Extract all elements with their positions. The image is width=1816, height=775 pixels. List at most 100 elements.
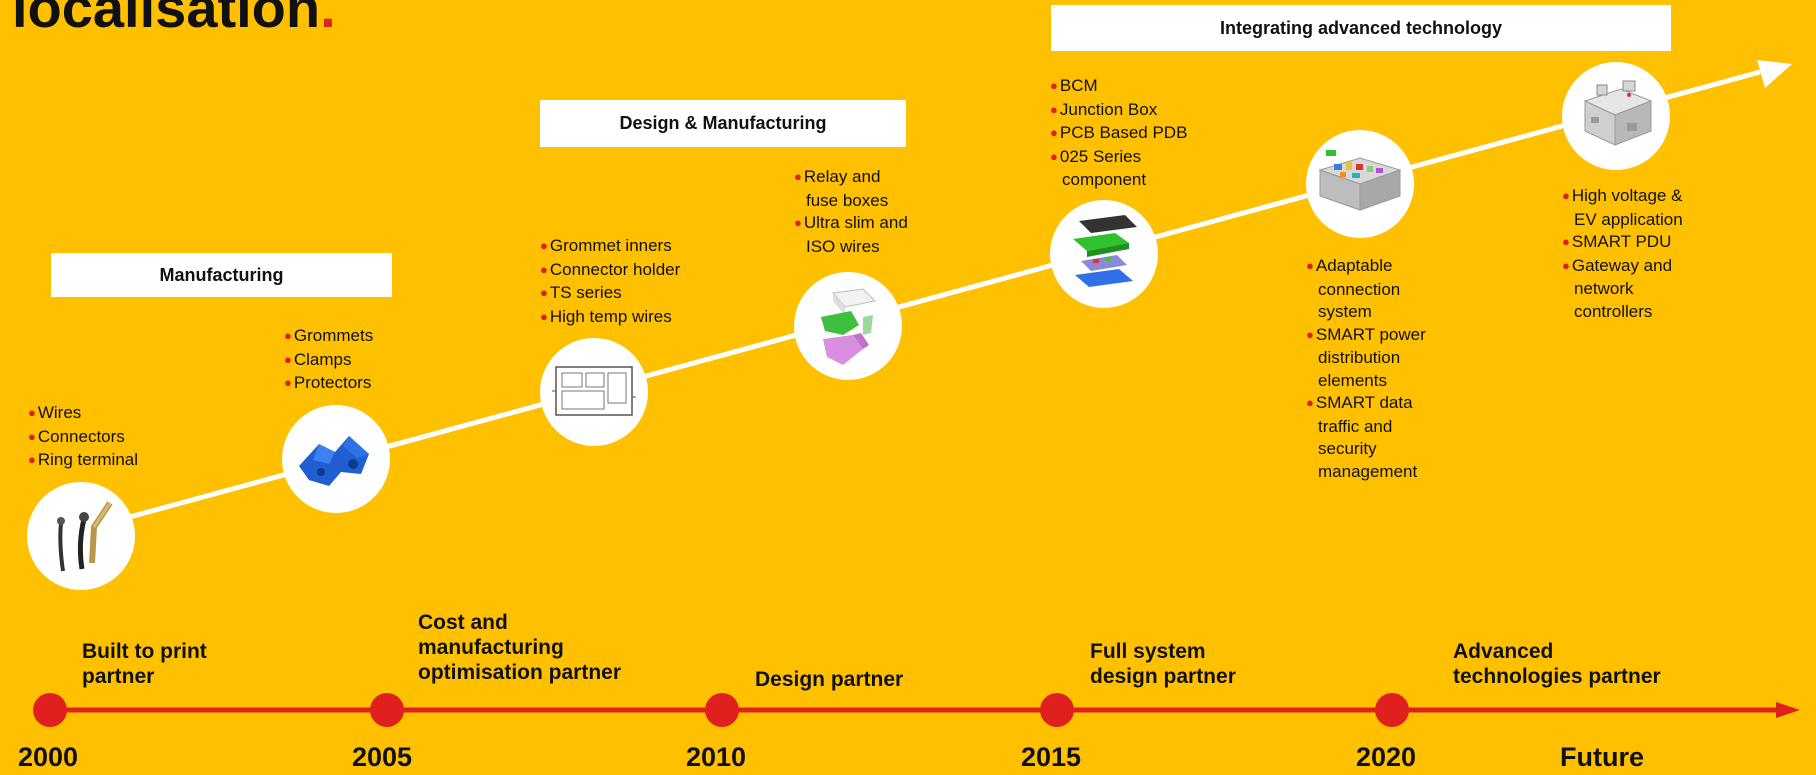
bullet-text: SMART power <box>1315 324 1426 344</box>
timeline-dot-2020 <box>1375 693 1409 727</box>
partner-line: Design partner <box>755 668 904 691</box>
bullet-item: ●High voltage & <box>1562 186 1683 205</box>
year-2015: 2015 <box>1021 742 1082 772</box>
node-smart-connection <box>1306 130 1414 238</box>
bullet-text: BCM <box>1059 76 1098 95</box>
partner-line: Cost and <box>418 611 508 634</box>
bullet-item: ●Connector holder <box>540 259 681 279</box>
bullet-item: ISO wires <box>794 236 908 259</box>
bullet-text: EV application <box>1574 209 1683 229</box>
bullet-text: Grommet inners <box>549 236 672 255</box>
node-connector-holder-bullets: ●Grommet inners ●Connector holder ●TS se… <box>540 235 680 329</box>
bullet-item: ●SMART PDU <box>1562 232 1672 251</box>
bullet-text: ISO wires <box>806 236 880 256</box>
partner-line: Advanced <box>1453 640 1554 663</box>
smart-connection-icon <box>1318 150 1402 211</box>
bullet-text: Adaptable <box>1315 256 1393 275</box>
bullet-item: ●Gateway and <box>1562 255 1673 275</box>
bullet-text: Junction Box <box>1059 99 1158 119</box>
bullet-item: ●Adaptable <box>1306 256 1393 275</box>
partner-label-2005: Cost and manufacturing optimisation part… <box>418 610 621 685</box>
bullet-text: High voltage & <box>1571 186 1683 205</box>
bullet-item: ●Clamps <box>284 349 352 369</box>
fuse-box-icon <box>821 288 877 365</box>
bullet-item: ●Grommets <box>284 326 374 345</box>
bullet-text: Ultra slim and <box>803 213 908 232</box>
bullet-item: ●Connectors <box>28 426 125 446</box>
year-2000: 2000 <box>18 742 79 772</box>
bullet-item: fuse boxes <box>794 190 908 213</box>
connector-holder-icon <box>552 366 636 416</box>
bullet-item: connection <box>1306 279 1426 302</box>
page-title-text: localisation <box>12 0 321 39</box>
year-2020: 2020 <box>1356 742 1417 772</box>
partner-line: optimisation partner <box>418 661 622 684</box>
progress-arrowhead <box>1757 60 1792 88</box>
bullet-text: Gateway and <box>1571 255 1673 275</box>
partner-line: Full system <box>1090 640 1206 663</box>
node-high-voltage-bullets: ●High voltage & EV application ●SMART PD… <box>1562 185 1683 323</box>
bullet-text: PCB Based PDB <box>1059 123 1188 142</box>
stage-design-manufacturing-label: Design & Manufacturing <box>619 113 827 133</box>
stage-advanced-technology-label: Integrating advanced technology <box>1219 17 1503 38</box>
node-pcb-pdb <box>1050 200 1158 308</box>
bullet-text: system <box>1318 302 1372 321</box>
bullet-item: ●Protectors <box>284 373 372 392</box>
stage-manufacturing-label: Manufacturing <box>159 264 284 285</box>
bullet-item: ●Ring terminal <box>28 450 139 469</box>
bullet-item: ●Ultra slim and <box>794 213 908 232</box>
bullet-item: ●Grommet inners <box>540 236 672 255</box>
bullet-item: security <box>1306 438 1426 461</box>
bullet-item: ●Wires <box>28 403 82 422</box>
bullet-item: network <box>1562 278 1683 301</box>
bullet-text: management <box>1318 461 1418 481</box>
bullet-item: EV application <box>1562 209 1683 232</box>
bullet-text: Relay and <box>803 167 881 186</box>
bullet-text: Connectors <box>37 426 125 446</box>
bullet-text: controllers <box>1574 301 1653 321</box>
node-pcb-pdb-bullets: ●BCM ●Junction Box ●PCB Based PDB ●025 S… <box>1050 75 1187 192</box>
grommet-clamp-icon <box>299 436 369 486</box>
bullet-text: SMART data <box>1315 393 1413 412</box>
bullet-item: ●TS series <box>540 283 622 302</box>
bullet-text: elements <box>1318 370 1387 390</box>
bullet-item: elements <box>1306 370 1426 393</box>
high-voltage-pdu-icon <box>1583 80 1653 146</box>
bullet-text: Connector holder <box>549 259 681 279</box>
bullet-item: traffic and <box>1306 416 1426 439</box>
bullet-item: controllers <box>1562 301 1683 324</box>
node-grommets <box>282 405 390 513</box>
bullet-item: ●SMART power <box>1306 324 1426 344</box>
bullet-text: fuse boxes <box>806 190 889 210</box>
bullet-text: Ring terminal <box>37 450 139 469</box>
partner-line: technologies partner <box>1453 665 1661 688</box>
title-dot: . <box>320 0 336 39</box>
wires-icon <box>57 501 113 572</box>
bullet-text: connection <box>1318 279 1401 299</box>
bullet-item: ●025 Series <box>1050 146 1142 166</box>
pcb-pdb-icon <box>1073 215 1137 287</box>
node-connector-holder <box>540 338 648 446</box>
partner-line: Built to print <box>82 640 207 663</box>
bullet-text: 025 Series <box>1059 146 1142 166</box>
stage-manufacturing: Manufacturing <box>51 253 392 297</box>
bullet-item: ●High temp wires <box>540 306 672 326</box>
bullet-item: ●Relay and <box>794 167 881 186</box>
node-high-voltage <box>1562 62 1670 170</box>
bullet-text: Wires <box>37 403 82 422</box>
bullet-text: High temp wires <box>549 306 672 326</box>
year-2005: 2005 <box>352 742 413 772</box>
node-wires <box>27 482 135 590</box>
partner-label-2015: Full system design partner <box>1090 639 1236 689</box>
year-future: Future <box>1560 742 1644 772</box>
page-title: localisation. <box>12 0 336 38</box>
bullet-text: SMART PDU <box>1571 232 1672 251</box>
bullet-text: Clamps <box>293 349 352 369</box>
bullet-text: security <box>1318 439 1377 458</box>
node-fuse-boxes <box>794 272 902 380</box>
bullet-text: network <box>1574 279 1634 298</box>
node-fuse-boxes-bullets: ●Relay and fuse boxes ●Ultra slim and IS… <box>794 166 908 258</box>
partner-line: manufacturing <box>418 636 564 659</box>
node-wires-bullets: ●Wires ●Connectors ●Ring terminal <box>28 402 138 473</box>
